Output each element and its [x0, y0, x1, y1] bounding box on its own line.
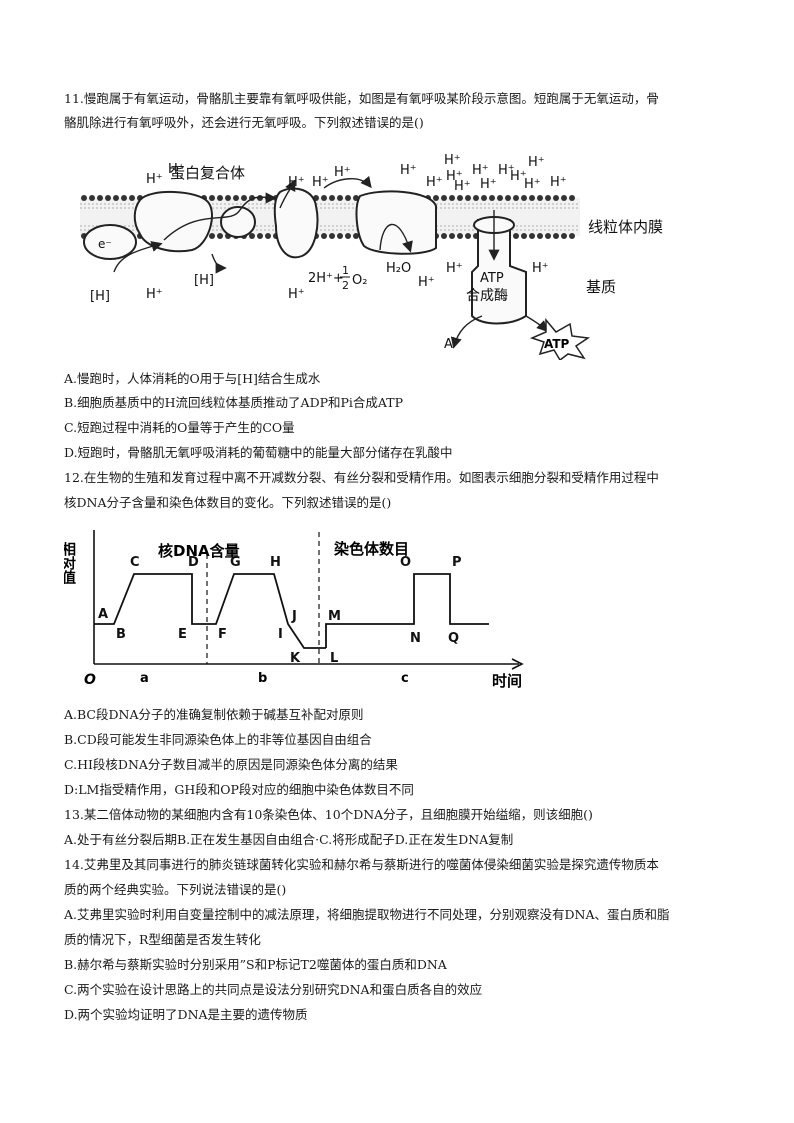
point-label-o: O — [400, 555, 411, 570]
point-label-d: D — [188, 555, 199, 570]
q14-stem-line1: 14.艾弗里及其同事进行的肺炎链球菌转化实验和赫尔希与蔡斯进行的噬菌体侵染细菌实… — [64, 857, 659, 872]
point-label-e: E — [178, 627, 187, 642]
point-label-f: F — [218, 627, 227, 642]
section-dividers — [206, 532, 320, 664]
hplus-label: H⁺ — [444, 153, 461, 168]
hplus-label: H⁺ — [312, 175, 329, 190]
h-label: [H] — [90, 289, 110, 304]
flow-arrows — [113, 175, 548, 349]
q13-options: A.处于有丝分裂后期B.正在发生基因自由组合·C.将形成配子D.正在发生DNA复… — [64, 832, 514, 847]
hplus-label: H⁺ — [480, 177, 497, 192]
hplus-label: H⁺ — [446, 261, 463, 276]
hplus-label: H⁺ — [400, 163, 417, 178]
reaction-half-den: 2 — [342, 279, 349, 292]
atp-burst-icon: ATP — [529, 317, 591, 360]
section-label-dna: 核DNA含量 — [158, 542, 240, 560]
hplus-label: H⁺ — [472, 163, 489, 178]
reaction-lhs: 2H⁺+ — [308, 271, 344, 286]
point-label-b: B — [116, 627, 126, 642]
point-label-j: J — [291, 609, 297, 624]
hplus-label: H⁺ — [426, 175, 443, 190]
section-label-chromosome: 染色体数目 — [333, 540, 409, 558]
q11-option-b: B.细胞质基质中的H流回线粒体基质推动了ADP和Pi合成ATP — [64, 395, 404, 410]
hplus-label: H⁺ — [168, 162, 185, 177]
q12-option-b: B.CD段可能发生非同源染色体上的非等位基因自由组合 — [64, 732, 372, 747]
point-label-k: K — [290, 651, 301, 666]
atp-synthase-label-1: ATP — [480, 271, 504, 286]
q11-option-a: A.慢跑时，人体消耗的O用于与[H]结合生成水 — [64, 371, 321, 386]
q14-option-d: D.两个实验均证明了DNA是主要的遗传物质 — [64, 1007, 308, 1022]
point-label-g: G — [230, 555, 241, 570]
label-a: A — [444, 337, 453, 352]
hplus-label: H⁺ — [532, 261, 549, 276]
h2o-label: H₂O — [386, 261, 411, 276]
electron-label: e⁻ — [98, 237, 112, 251]
mitochondria-membrane-diagram: 蛋白复合体 H⁺ H⁺ H⁺ H⁺ H⁺ H⁺ H⁺ H⁺ H⁺ H⁺ H⁺ H… — [80, 153, 663, 360]
hplus-label: H⁺ — [454, 179, 471, 194]
point-label-m: M — [328, 609, 341, 624]
stage-label-c: c — [401, 671, 409, 686]
stage-label-b: b — [258, 671, 267, 686]
hplus-label: H⁺ — [550, 175, 567, 190]
hplus-label: H⁺ — [334, 165, 351, 180]
hplus-label: H⁺ — [446, 169, 463, 184]
q14-option-b: B.赫尔希与蔡斯实验时分别采用”S和P标记T2噬菌体的蛋白质和DNA — [64, 957, 447, 972]
o2-label: O₂ — [352, 273, 367, 288]
q12-option-a: A.BC段DNA分子的准确复制依赖于碱基互补配对原则 — [64, 707, 364, 722]
q11-stem-line1: 11.慢跑属于有氧运动，骨骼肌主要靠有氧呼吸供能，如图是有氧呼吸某阶段示意图。短… — [64, 91, 659, 106]
reaction-half-num: 1 — [342, 264, 349, 277]
hplus-label: H⁺ — [418, 275, 435, 290]
stage-label-a: a — [140, 671, 149, 686]
q14-stem-line2: 质的两个经典实验。下列说法错误的是() — [64, 882, 287, 897]
point-label-p: P — [452, 555, 462, 570]
point-label-q: Q — [448, 631, 459, 646]
q13-stem: 13.某二倍体动物的某细胞内含有10条染色体、10个DNA分子，且细胞膜开始缢缩… — [64, 807, 593, 822]
chart-axes — [93, 530, 524, 670]
chart-ylabel: 相对值 — [64, 541, 76, 584]
hplus-label: H⁺ — [528, 155, 545, 170]
q14-option-c: C.两个实验在设计思路上的共同点是设法分别研究DNA和蛋白质各自的效应 — [64, 982, 483, 997]
q12-option-d: D:LM指受精作用，GH段和OP段对应的细胞中染色体数目不同 — [64, 782, 414, 797]
q11-stem-line2: 骼肌除进行有氧呼吸外，还会进行无氧呼吸。下列叙述错误的是() — [64, 115, 424, 130]
q12-stem-line2: 核DNA分子含量和染色体数目的变化。下列叙述错误的是() — [64, 495, 392, 510]
q14-option-a: A.艾弗里实验时利用自变量控制中的减法原理，将细胞提取物进行不同处理，分别观察没… — [64, 907, 670, 922]
hplus-label: H⁺ — [510, 169, 527, 184]
label-inner-membrane: 线粒体内膜 — [588, 218, 663, 236]
q12-stem-line1: 12.在生物的生殖和发育过程中离不开减数分裂、有丝分裂和受精作用。如图表示细胞分… — [64, 470, 659, 485]
series-line — [325, 573, 489, 648]
q14-option-a-cont: 质的情况下，R型细菌是否发生转化 — [64, 932, 261, 947]
atp-synthase-label-2: 合成酶 — [466, 288, 508, 304]
series-line — [94, 573, 326, 649]
point-label-i: I — [278, 627, 283, 642]
point-label-c: C — [130, 555, 140, 570]
q12-option-c: C.HI段核DNA分子数目减半的原因是同源染色体分离的结果 — [64, 757, 398, 772]
q11-option-c: C.短跑过程中消耗的O量等于产生的CO量 — [64, 420, 295, 435]
atp-product-label: ATP — [544, 337, 570, 351]
point-label-a: A — [98, 607, 108, 622]
point-label-l: L — [330, 651, 338, 666]
hplus-label: H⁺ — [288, 175, 305, 190]
h-label: [H] — [194, 273, 214, 288]
label-protein-complex: 蛋白复合体 — [170, 164, 245, 182]
chart-origin: O — [84, 672, 96, 688]
label-matrix: 基质 — [586, 278, 616, 296]
hplus-label: H⁺ — [146, 172, 163, 187]
protein-complexes — [83, 187, 527, 325]
point-label-h: H — [270, 555, 281, 570]
hplus-label: H⁺ — [498, 163, 515, 178]
hplus-label: H⁺ — [524, 177, 541, 192]
chart-xlabel: 时间 — [492, 672, 522, 690]
hplus-label: H⁺ — [288, 287, 305, 302]
point-label-n: N — [410, 631, 421, 646]
hplus-label: H⁺ — [146, 287, 163, 302]
q11-option-d: D.短跑时，骨骼肌无氧呼吸消耗的葡萄糖中的能量大部分储存在乳酸中 — [64, 445, 453, 460]
